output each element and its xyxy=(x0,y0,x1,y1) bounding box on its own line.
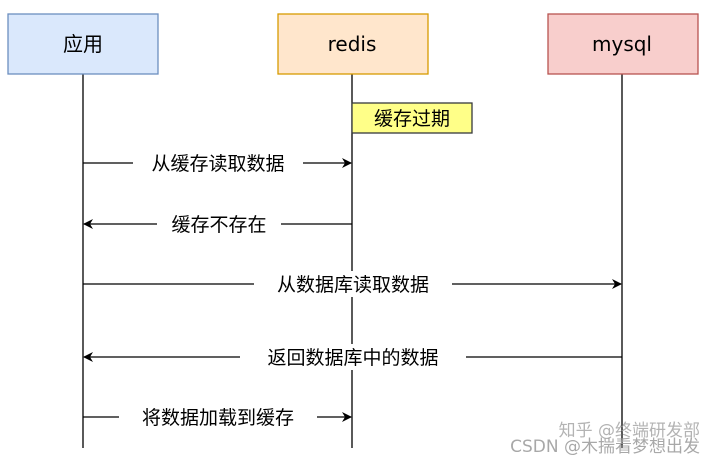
actor-mysql-label: mysql xyxy=(592,32,652,56)
actor-redis-label: redis xyxy=(328,32,377,56)
actor-app: 应用 xyxy=(7,13,159,75)
actor-mysql: mysql xyxy=(547,13,699,75)
message-read-from-cache: 从缓存读取数据 xyxy=(83,150,352,176)
message-return-db-data-label: 返回数据库中的数据 xyxy=(267,347,438,369)
actor-redis: redis xyxy=(277,13,429,75)
note-cache-expired-label: 缓存过期 xyxy=(374,108,450,130)
message-cache-miss: 缓存不存在 xyxy=(83,211,352,237)
actor-app-label: 应用 xyxy=(63,32,103,56)
message-load-into-cache: 将数据加载到缓存 xyxy=(83,404,352,430)
message-load-into-cache-label: 将数据加载到缓存 xyxy=(142,407,294,429)
message-return-db-data: 返回数据库中的数据 xyxy=(83,344,622,370)
message-read-from-cache-label: 从缓存读取数据 xyxy=(151,153,284,175)
message-read-from-db: 从数据库读取数据 xyxy=(83,271,622,297)
message-cache-miss-label: 缓存不存在 xyxy=(171,214,266,236)
watermark-csdn: CSDN @木揣看梦想出发 xyxy=(510,437,700,457)
watermark-zhihu: 知乎 @终端研发部 xyxy=(559,421,700,441)
note-cache-expired: 缓存过期 xyxy=(351,102,473,134)
message-read-from-db-label: 从数据库读取数据 xyxy=(277,274,429,296)
